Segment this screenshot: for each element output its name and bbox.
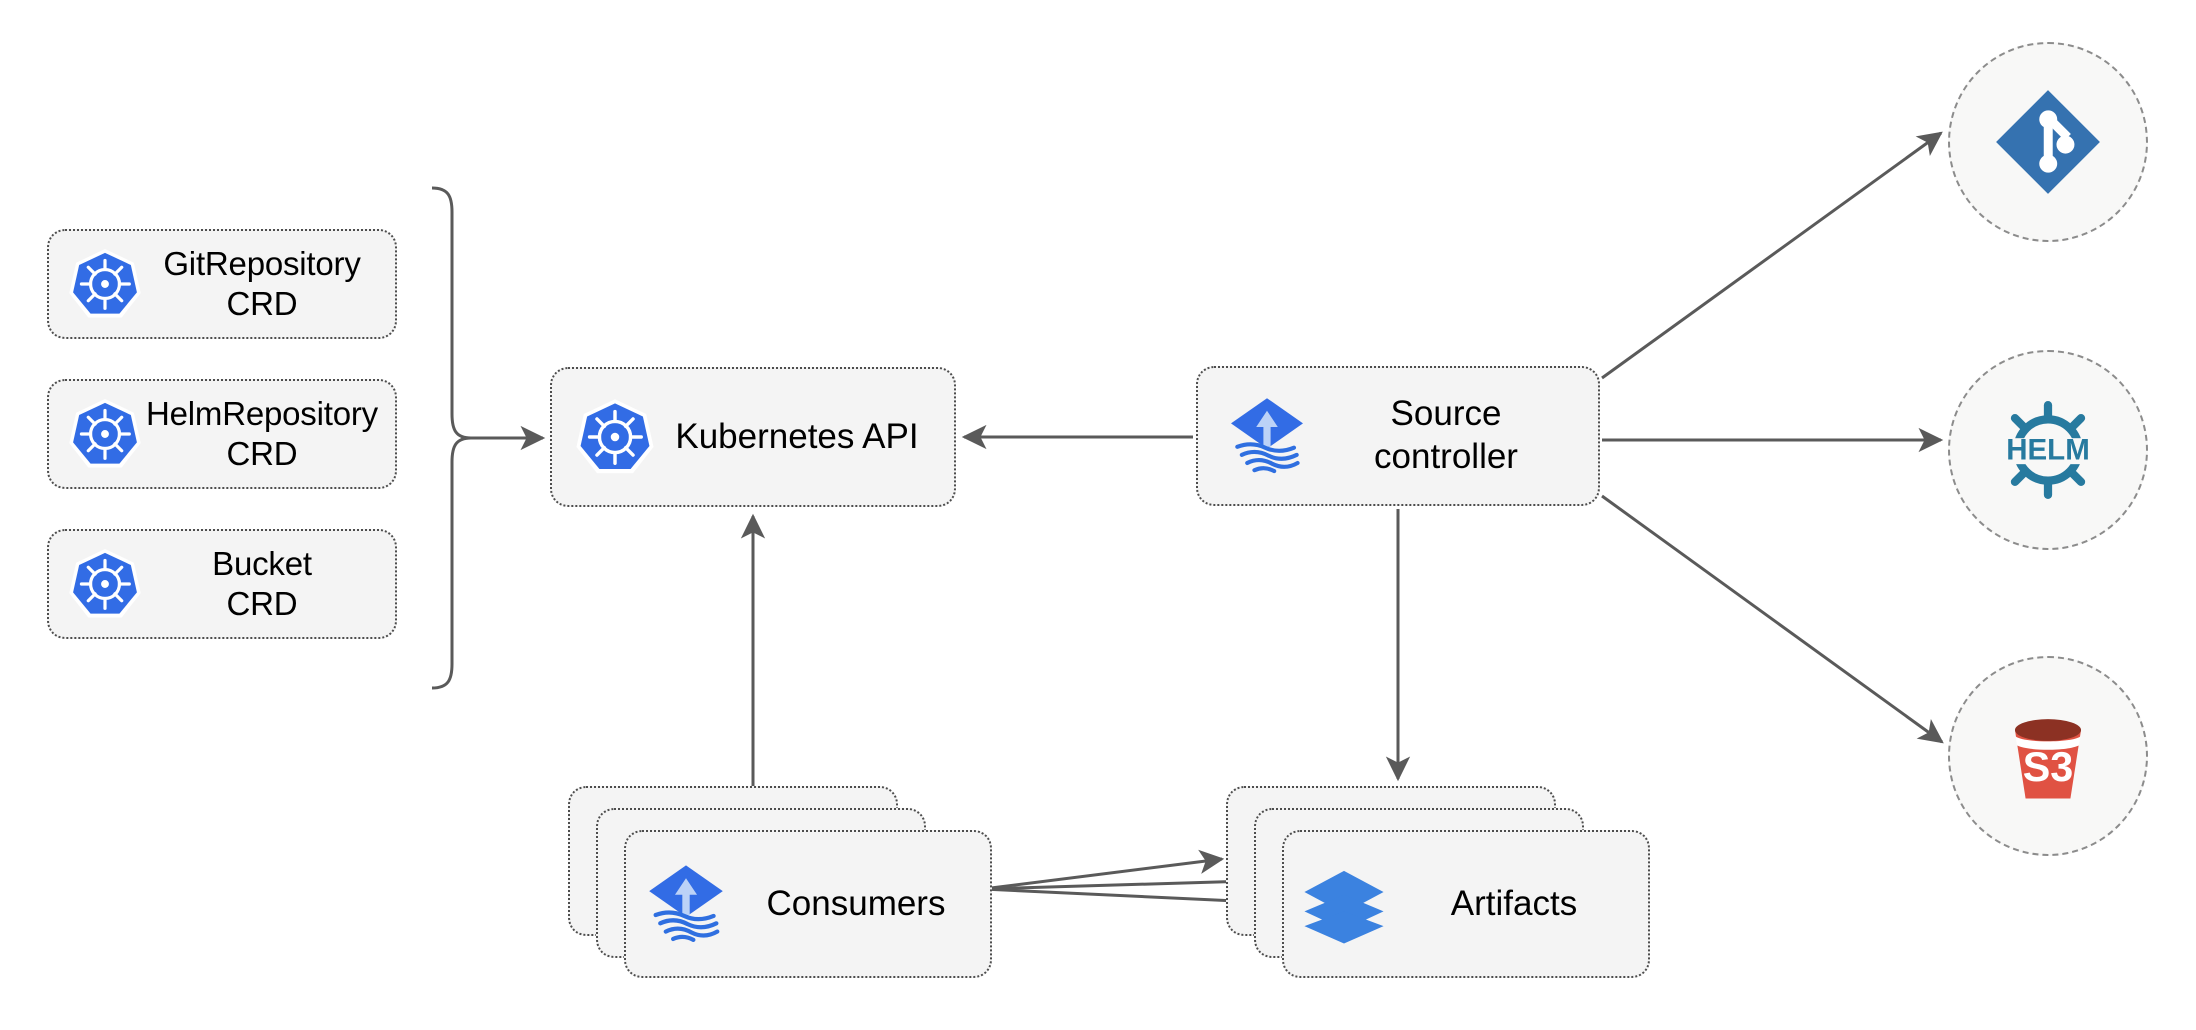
edge-consumers-to-artifacts-2 <box>982 869 1253 894</box>
edge-source-controller-to-s3 <box>1601 494 1944 744</box>
crd-card-gitrepository[interactable]: GitRepository CRD <box>47 229 397 339</box>
node-kubernetes-api[interactable]: Kubernetes API <box>550 367 956 507</box>
edge-consumers-to-artifacts-1 <box>982 849 1225 891</box>
flux-icon <box>640 858 732 950</box>
edge-source-controller-to-git <box>1601 131 1943 380</box>
helm-icon: HELM <box>1988 390 2108 510</box>
s3-bucket-icon: S3 <box>1988 696 2108 816</box>
s3-label: S3 <box>2023 744 2074 790</box>
kubernetes-icon <box>67 546 143 622</box>
crd-card-bucket[interactable]: Bucket CRD <box>47 529 397 639</box>
external-source-s3[interactable]: S3 <box>1948 656 2148 856</box>
crd-card-label: HelmRepository CRD <box>146 394 378 472</box>
crd-card-label: GitRepository CRD <box>163 244 361 322</box>
external-source-git[interactable] <box>1948 42 2148 242</box>
flux-icon <box>1222 391 1312 481</box>
artifacts-card-front[interactable]: Artifacts <box>1282 830 1650 978</box>
crd-card-helmrepository[interactable]: HelmRepository CRD <box>47 379 397 489</box>
node-source-controller[interactable]: Source controller <box>1196 366 1600 506</box>
node-artifacts-stack[interactable]: Artifacts <box>1226 786 1650 978</box>
kubernetes-icon <box>67 246 143 322</box>
crd-card-label: Bucket CRD <box>212 544 312 622</box>
external-source-helm[interactable]: HELM <box>1948 350 2148 550</box>
layers-icon <box>1298 858 1390 950</box>
consumers-card-front[interactable]: Consumers <box>624 830 992 978</box>
helm-label: HELM <box>2006 433 2090 466</box>
node-label: Kubernetes API <box>675 416 919 456</box>
git-icon <box>1988 82 2108 202</box>
kubernetes-icon <box>574 396 656 478</box>
kubernetes-icon <box>67 396 143 472</box>
node-consumers-stack[interactable]: Consumers <box>568 786 992 978</box>
crd-group-brace <box>431 186 472 690</box>
node-label: Artifacts <box>1450 884 1578 923</box>
node-label: Consumers <box>766 884 946 923</box>
node-label: Source controller <box>1374 394 1518 476</box>
